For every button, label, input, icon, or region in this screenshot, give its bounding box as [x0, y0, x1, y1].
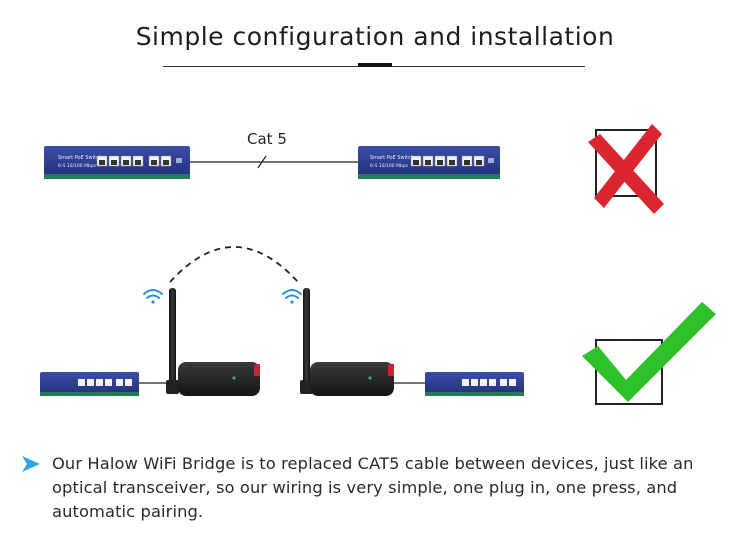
svg-text:6-S 10/100 Mbps: 6-S 10/100 Mbps — [370, 163, 409, 169]
title-accent-bar — [358, 63, 392, 67]
wrong-mark-icon — [588, 124, 664, 214]
wifi-icon — [143, 289, 163, 304]
cable-break-mark — [257, 155, 267, 169]
halow-bridge-left — [166, 288, 260, 396]
page-title: Simple configuration and installation — [135, 22, 615, 51]
wireless-switch-right — [425, 372, 524, 396]
wireless-switch-left — [40, 372, 139, 396]
cable-label: Cat 5 — [247, 130, 287, 148]
description-text: Our Halow WiFi Bridge is to replaced CAT… — [52, 454, 694, 521]
wifi-icon — [282, 289, 302, 304]
bullet-arrow-icon — [22, 456, 40, 472]
svg-text:Smart PoE Switch: Smart PoE Switch — [370, 155, 414, 161]
switch-label-bottom: 6-S 10/100 Mbps — [58, 163, 97, 169]
wired-switch-left: Smart PoE Switch 6-S 10/100 Mbps — [44, 146, 190, 179]
switch-label-top: Smart PoE Switch — [58, 155, 102, 161]
wired-switch-right: Smart PoE Switch 6-S 10/100 Mbps — [358, 146, 500, 179]
halow-bridge-right — [300, 288, 394, 396]
wireless-link — [169, 246, 299, 283]
check-mark-icon — [582, 302, 716, 405]
